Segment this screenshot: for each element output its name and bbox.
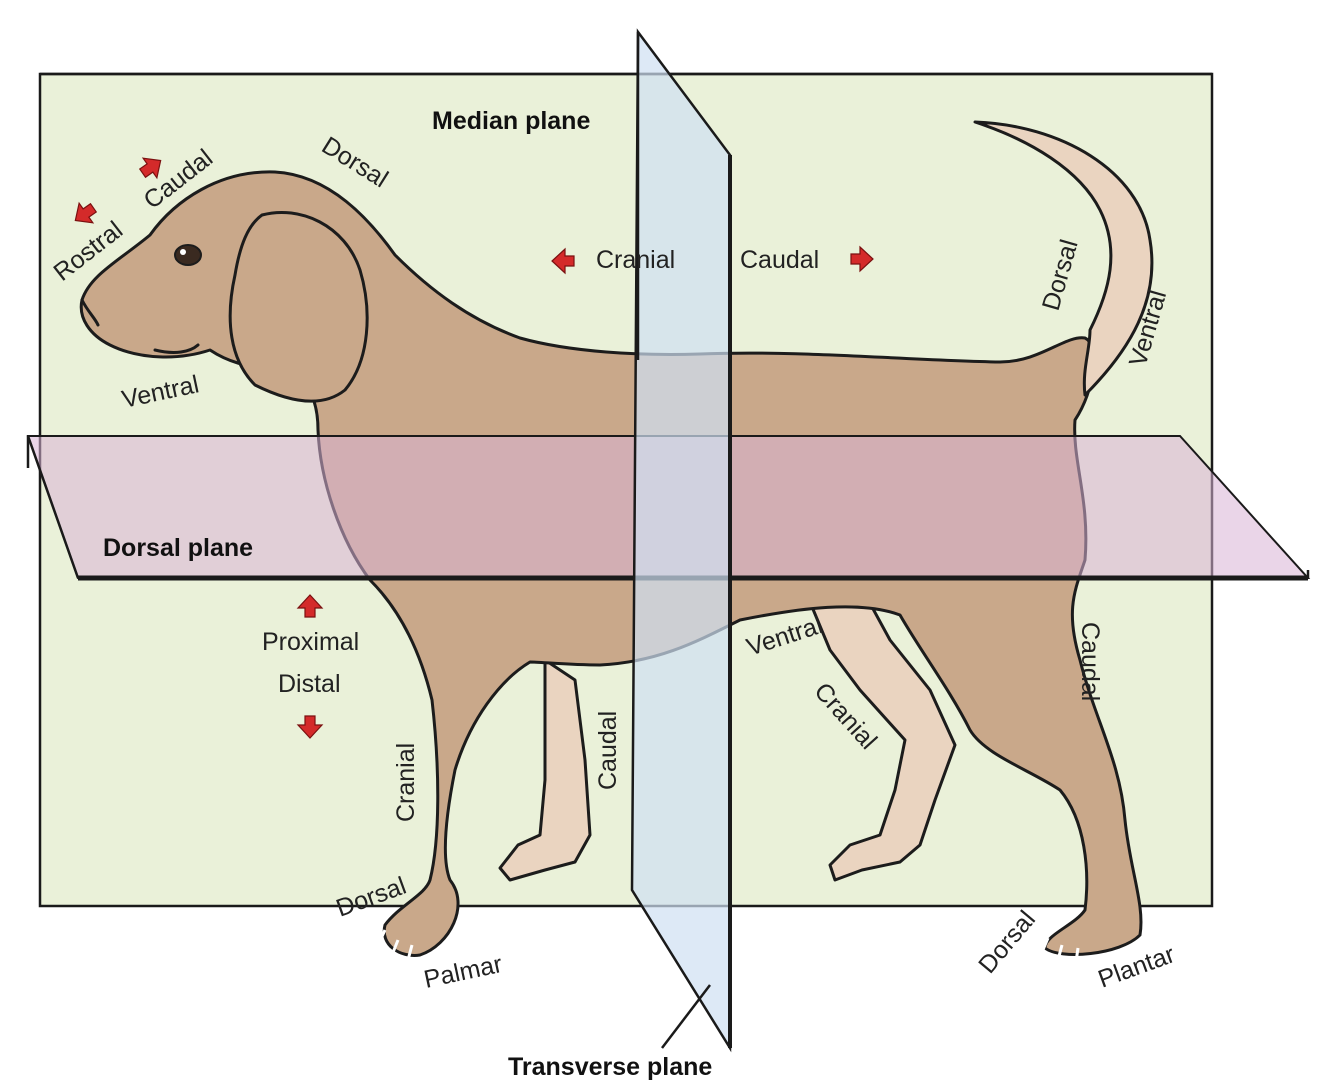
caudal-body-label: Caudal (740, 246, 819, 274)
median-plane-label: Median plane (432, 107, 590, 135)
far-foreleg (498, 658, 592, 882)
far-hindleg (803, 583, 957, 882)
caudal-foreleg-label: Caudal (594, 711, 622, 790)
proximal-label: Proximal (262, 628, 359, 656)
dorsal-hindpaw-label: Dorsal (973, 906, 1041, 979)
distal-label: Distal (278, 670, 341, 698)
dorsal-plane-label: Dorsal plane (103, 534, 253, 562)
palmar-label: Palmar (421, 950, 504, 994)
caudal-hindleg-label: Caudal (1076, 622, 1104, 701)
transverse-plane-leader (661, 984, 711, 1049)
transverse-plane-label: Transverse plane (508, 1053, 712, 1081)
cranial-foreleg-label: Cranial (392, 743, 420, 822)
transverse-plane (630, 28, 732, 1053)
cranial-body-label: Cranial (596, 246, 675, 274)
